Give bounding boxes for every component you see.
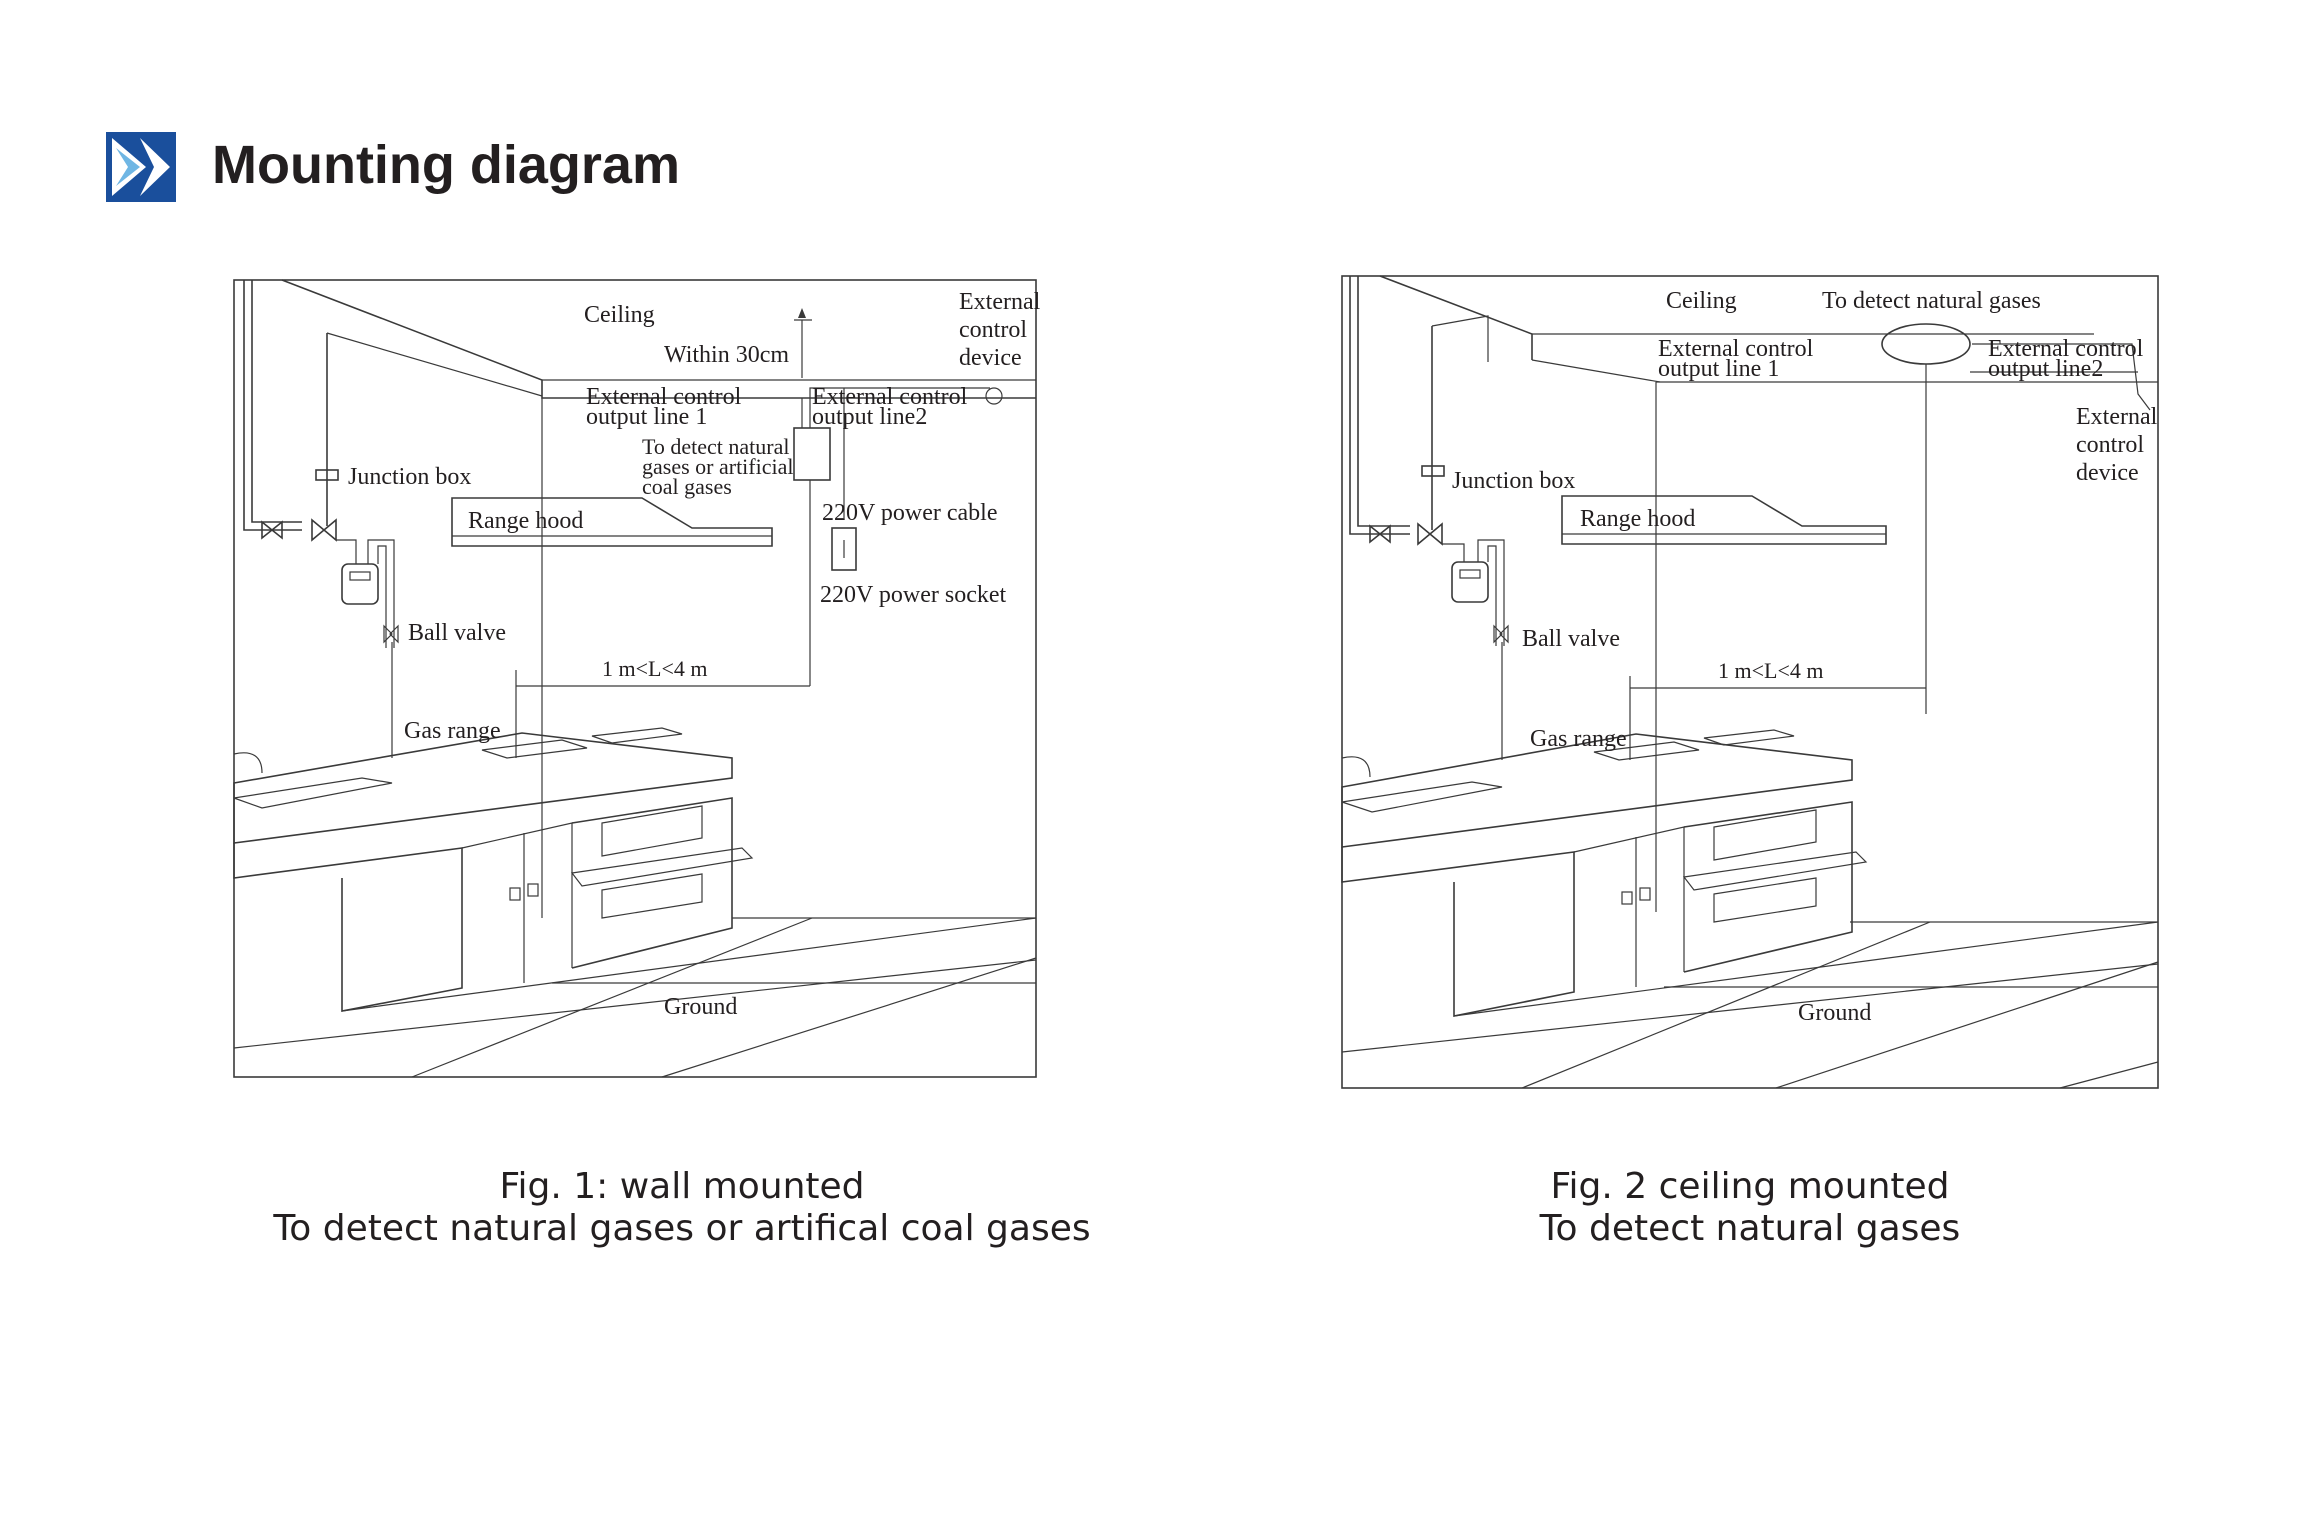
- label-ball-valve: Ball valve: [1522, 626, 1620, 652]
- label-ext-line2-a: External control: [1988, 336, 2144, 362]
- gas-detector: [793, 427, 831, 481]
- countertop: [1341, 733, 1853, 848]
- diagram-frame: [233, 279, 1037, 1078]
- wall-mounted-diagram: Ceiling Within 30cm External control dev…: [233, 279, 1041, 1078]
- caption-fig1-line2: To detect natural gases or artifical coa…: [273, 1208, 1091, 1249]
- label-distance: 1 m<L<4 m: [1718, 658, 1823, 683]
- label-ext-device-1: External: [2076, 404, 2158, 430]
- label-junction-box: Junction box: [1452, 468, 1575, 494]
- label-ext-line2-b: output line2: [812, 404, 927, 430]
- label-junction-box: Junction box: [348, 464, 471, 490]
- power-socket: [831, 527, 857, 571]
- caption-fig2: Fig. 2 ceiling mounted To detect natural…: [1470, 1166, 2030, 1250]
- label-distance: 1 m<L<4 m: [602, 656, 707, 681]
- ceiling-detector: [1881, 323, 1971, 365]
- range-hood: [1561, 495, 1887, 545]
- label-power-socket: 220V power socket: [820, 582, 1007, 608]
- label-range-hood: Range hood: [468, 508, 583, 534]
- range-hood: [451, 497, 773, 547]
- label-ext-device-2: control: [2076, 432, 2144, 458]
- label-ext-line1-b: output line 1: [586, 404, 707, 430]
- ceiling-edge: [1379, 275, 1533, 360]
- label-within-30cm: Within 30cm: [664, 342, 789, 368]
- countertop: [233, 732, 733, 844]
- label-range-hood: Range hood: [1580, 506, 1695, 532]
- gas-meter: [1451, 561, 1489, 603]
- label-gas-range: Gas range: [1530, 726, 1627, 752]
- label-ext-device-2: control: [959, 317, 1027, 343]
- label-ground: Ground: [664, 994, 737, 1020]
- label-gas-range: Gas range: [404, 718, 501, 744]
- label-ball-valve: Ball valve: [408, 620, 506, 646]
- ceiling-edge: [281, 279, 1036, 399]
- logo-icon: [106, 132, 176, 202]
- caption-fig2-line1: Fig. 2 ceiling mounted: [1550, 1166, 1950, 1207]
- caption-fig2-line2: To detect natural gases: [1539, 1208, 1961, 1249]
- oven-cabinet: [571, 797, 733, 969]
- label-ext-line2-b: output line2: [1988, 356, 2103, 382]
- label-ext-line1-b: output line 1: [1658, 356, 1779, 382]
- label-detect-a: To detect natural: [642, 434, 790, 459]
- diagram-frame: [1341, 275, 2159, 1089]
- figure-ceiling-mounted: Ceiling To detect natural gases External…: [1340, 272, 2190, 1102]
- gas-meter: [341, 563, 379, 605]
- label-detect-b: gases or artificial: [642, 454, 794, 479]
- label-detect: To detect natural gases: [1822, 288, 2041, 314]
- label-ext-line2-a: External control: [812, 384, 968, 410]
- page-title: Mounting diagram: [212, 135, 680, 195]
- label-ext-device-1: External: [959, 289, 1041, 315]
- label-ground: Ground: [1798, 1000, 1871, 1026]
- label-ceiling: Ceiling: [1666, 288, 1737, 314]
- label-power-cable: 220V power cable: [822, 500, 998, 526]
- caption-fig1-line1: Fig. 1: wall mounted: [499, 1166, 865, 1207]
- junction-box: [315, 469, 339, 481]
- oven-cabinet: [1683, 801, 1853, 973]
- label-ext-line1-a: External control: [1658, 336, 1814, 362]
- label-ceiling: Ceiling: [584, 302, 655, 328]
- ceiling-mounted-diagram: Ceiling To detect natural gases External…: [1341, 275, 2159, 1089]
- junction-box: [1421, 465, 1445, 477]
- figure-wall-mounted: Ceiling Within 30cm External control dev…: [232, 278, 1062, 1088]
- label-detect-c: coal gases: [642, 474, 732, 499]
- label-ext-device-3: device: [2076, 460, 2139, 486]
- label-ext-device-3: device: [959, 345, 1022, 371]
- caption-fig1: Fig. 1: wall mounted To detect natural g…: [232, 1166, 1132, 1250]
- label-ext-line1-a: External control: [586, 384, 742, 410]
